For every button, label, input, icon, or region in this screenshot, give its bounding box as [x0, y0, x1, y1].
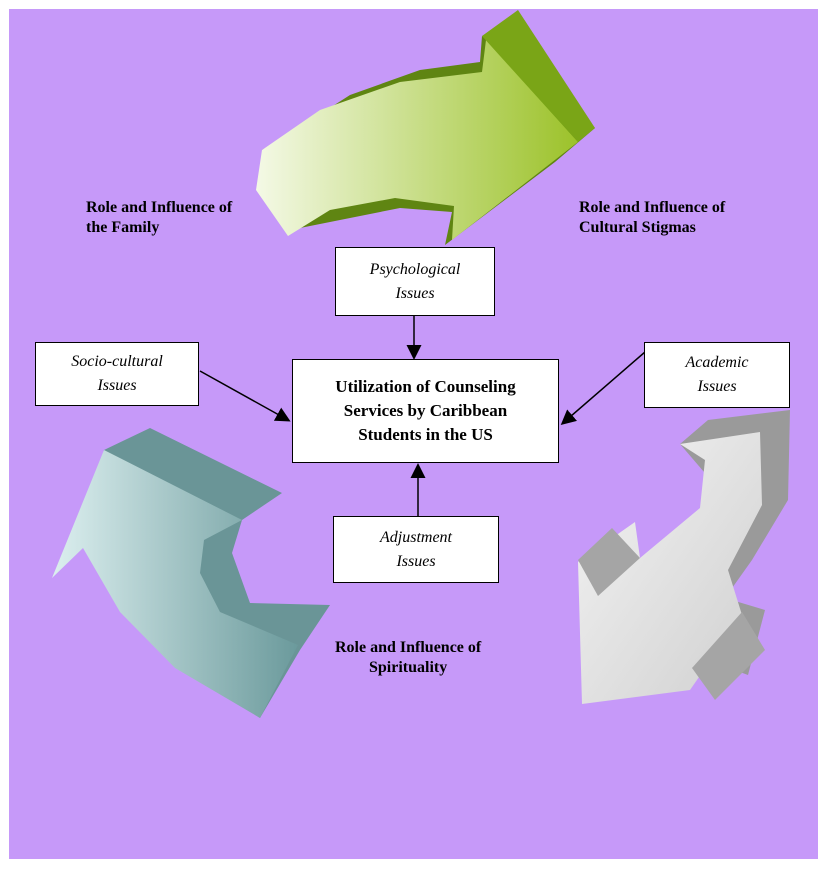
central-topic-box: Utilization of Counseling Services by Ca… — [292, 359, 559, 463]
psychological-issues-label: Psychological Issues — [369, 260, 461, 302]
academic-issues-label: Academic Issues — [685, 354, 749, 395]
central-topic-label: Utilization of Counseling Services by Ca… — [335, 377, 516, 444]
green-curved-arrow — [256, 10, 595, 245]
label-family-influence: Role and Influence of the Family — [86, 199, 233, 236]
adjustment-issues-label: Adjustment Issues — [380, 528, 452, 570]
psychological-issues-box: Psychological Issues — [335, 247, 495, 316]
academic-issues-box: Academic Issues — [644, 342, 790, 408]
adjustment-issues-box: Adjustment Issues — [333, 516, 499, 583]
label-spirituality: Role and Influence of Spirituality — [335, 639, 482, 676]
label-cultural-stigmas: Role and Influence of Cultural Stigmas — [579, 199, 726, 236]
grey-curved-arrow — [578, 410, 790, 704]
sociocultural-issues-label: Socio-cultural Issues — [71, 353, 163, 394]
teal-curved-arrow — [52, 428, 330, 718]
sociocultural-issues-box: Socio-cultural Issues — [35, 342, 199, 406]
